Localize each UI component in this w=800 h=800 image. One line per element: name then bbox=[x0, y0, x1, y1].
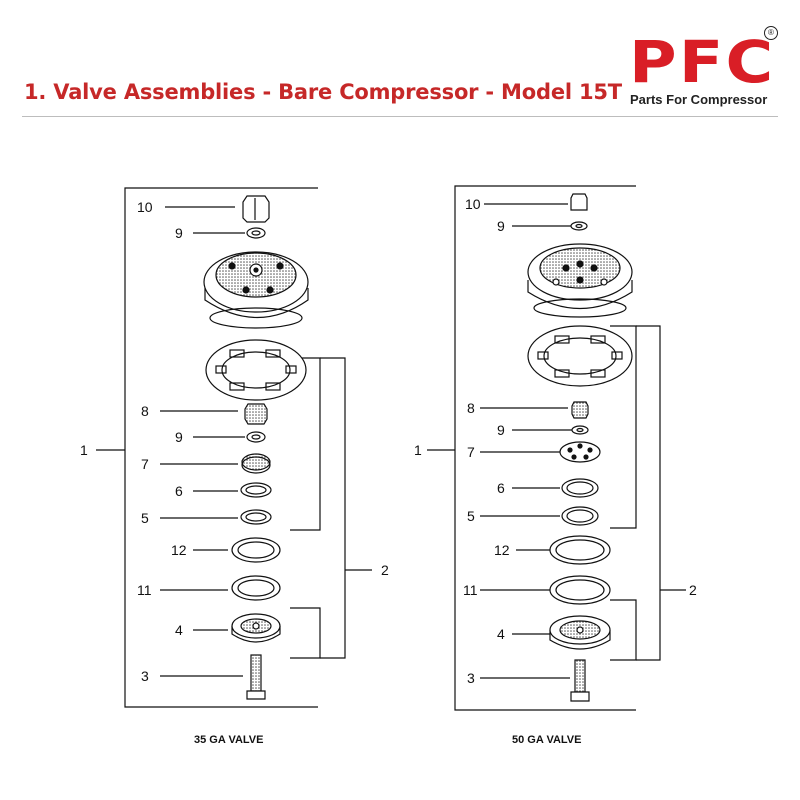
logo-tagline: Parts For Compressor bbox=[630, 92, 768, 107]
callout-3: 3 bbox=[141, 668, 149, 684]
callout-12: 12 bbox=[171, 542, 187, 558]
registered-mark: ® bbox=[764, 26, 778, 40]
bracket-2 bbox=[610, 325, 637, 529]
callout-2: 2 bbox=[381, 562, 389, 578]
callout-6: 6 bbox=[497, 480, 505, 496]
callouts-50ga: 10 9 8 9 7 6 5 12 11 4 3 1 2 50 GA VALVE bbox=[414, 196, 697, 746]
bracket-2 bbox=[290, 357, 321, 531]
callout-8: 8 bbox=[141, 403, 149, 419]
logo-wordmark: PFC bbox=[629, 28, 776, 96]
callouts-35ga: 10 9 8 9 7 6 5 12 11 4 3 1 2 35 GA VALVE bbox=[80, 199, 389, 746]
callout-9: 9 bbox=[175, 225, 183, 241]
callout-9: 9 bbox=[497, 218, 505, 234]
callout-4: 4 bbox=[175, 622, 183, 638]
callout-10: 10 bbox=[465, 196, 481, 212]
callout-3: 3 bbox=[467, 670, 475, 686]
bracket-1 bbox=[454, 185, 636, 711]
bracket-2b bbox=[610, 599, 637, 661]
bracket-2-join bbox=[636, 325, 661, 661]
page-title: 1. Valve Assemblies - Bare Compressor - … bbox=[24, 80, 622, 104]
callout-12: 12 bbox=[494, 542, 510, 558]
callout-8: 8 bbox=[467, 400, 475, 416]
callout-9: 9 bbox=[497, 422, 505, 438]
callout-11: 11 bbox=[137, 582, 152, 598]
bracket-1 bbox=[124, 187, 318, 708]
callout-7: 7 bbox=[141, 456, 149, 472]
callout-10: 10 bbox=[137, 199, 153, 215]
assembly-35ga bbox=[96, 187, 372, 708]
bracket-2-join bbox=[320, 357, 346, 659]
callout-7: 7 bbox=[467, 444, 475, 460]
assembly-50ga bbox=[427, 185, 686, 711]
callout-5: 5 bbox=[141, 510, 149, 526]
caption-35ga: 35 GA VALVE bbox=[194, 734, 263, 746]
title-divider bbox=[22, 116, 778, 117]
callout-1: 1 bbox=[80, 442, 88, 458]
callout-4: 4 bbox=[497, 626, 505, 642]
callout-2: 2 bbox=[689, 582, 697, 598]
callout-1: 1 bbox=[414, 442, 422, 458]
bracket-2b bbox=[290, 607, 321, 659]
callout-6: 6 bbox=[175, 483, 183, 499]
callout-5: 5 bbox=[467, 508, 475, 524]
callout-11: 11 bbox=[463, 582, 478, 598]
callout-9: 9 bbox=[175, 429, 183, 445]
caption-50ga: 50 GA VALVE bbox=[512, 734, 581, 746]
